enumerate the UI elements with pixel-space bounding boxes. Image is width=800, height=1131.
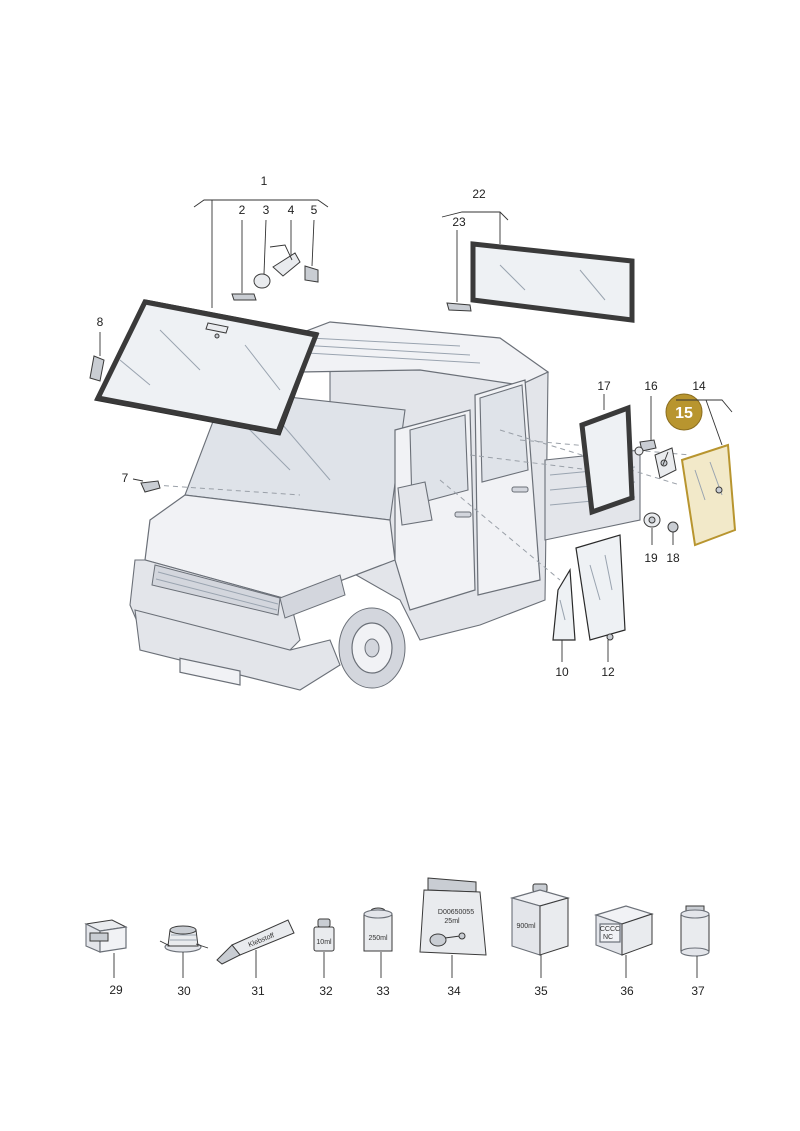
- part-19-washer[interactable]: [643, 512, 661, 528]
- callout-7: 7: [122, 471, 129, 485]
- part-8-sticker[interactable]: [89, 355, 105, 382]
- callout-34: 34: [447, 984, 461, 998]
- part-34-bag[interactable]: D00650055 25ml: [419, 877, 487, 956]
- bag-amount-label: 25ml: [444, 918, 460, 925]
- part-31-adhesive-tube[interactable]: Klebstoff: [216, 919, 295, 965]
- box-label-line1: CCCC: [600, 926, 620, 933]
- callout-22: 22: [472, 187, 486, 201]
- callout-31: 31: [251, 984, 265, 998]
- box-label-line2: NC: [603, 934, 613, 941]
- callout-18: 18: [666, 551, 680, 565]
- part-12-door-glass[interactable]: [575, 534, 626, 641]
- callout-17: 17: [597, 379, 611, 393]
- callout-10: 10: [555, 665, 569, 679]
- part-18-nut[interactable]: [667, 521, 679, 533]
- part-4-bracket[interactable]: [269, 244, 301, 277]
- part-3-rain-sensor[interactable]: [253, 273, 271, 289]
- part-32-small-bottle[interactable]: 10ml: [313, 918, 335, 952]
- part-36-box[interactable]: CCCC NC: [594, 905, 654, 956]
- callout-37: 37: [691, 984, 705, 998]
- callout-14: 14: [692, 379, 706, 393]
- part-2-sensor-cover[interactable]: [231, 293, 257, 301]
- part-17-window-seal[interactable]: [579, 404, 635, 516]
- part-5-clip[interactable]: [304, 265, 319, 283]
- callout-32: 32: [319, 984, 333, 998]
- part-22-rear-window[interactable]: [470, 241, 635, 323]
- part-15-hinge-highlighted[interactable]: 15: [654, 393, 703, 479]
- highlight-badge[interactable]: [665, 393, 703, 431]
- part-14-side-window[interactable]: [680, 443, 737, 547]
- callout-16: 16: [644, 379, 658, 393]
- part-10-quarter-glass[interactable]: [552, 568, 576, 641]
- callout-3: 3: [263, 203, 270, 217]
- callout-1: 1: [261, 174, 268, 188]
- part-30-spool[interactable]: [159, 925, 209, 953]
- part-33-can-250ml[interactable]: 250ml: [363, 907, 393, 952]
- callout-15: 15: [675, 405, 693, 422]
- callouts-top: 1 2 3 4 5 8 7 22 23 17 16 14 19 18 10 12: [97, 174, 733, 679]
- van-illustration: [129, 321, 641, 691]
- callout-36: 36: [620, 984, 634, 998]
- part-37-container[interactable]: [680, 905, 710, 957]
- callout-29: 29: [109, 983, 123, 997]
- callout-30: 30: [177, 984, 191, 998]
- bag-code-label: D00650055: [438, 909, 474, 916]
- consumables-row: 29 30 Klebstoff 31 10ml 32: [84, 877, 710, 998]
- can-900-label: 900ml: [516, 923, 536, 930]
- part-1-windshield[interactable]: [94, 299, 320, 436]
- small-bottle-label: 10ml: [316, 939, 332, 946]
- part-23-sticker[interactable]: [446, 302, 472, 312]
- callout-23: 23: [452, 215, 466, 229]
- can-250-label: 250ml: [368, 935, 388, 942]
- callout-5: 5: [311, 203, 318, 217]
- callout-2: 2: [239, 203, 246, 217]
- part-29-box[interactable]: [84, 919, 128, 953]
- callout-4: 4: [288, 203, 295, 217]
- callout-12: 12: [601, 665, 615, 679]
- callout-35: 35: [534, 984, 548, 998]
- part-16-bolt[interactable]: [634, 439, 657, 456]
- callout-33: 33: [376, 984, 390, 998]
- part-7-clip[interactable]: [140, 480, 161, 493]
- callout-8: 8: [97, 315, 104, 329]
- part-35-can-900ml[interactable]: 900ml: [509, 883, 571, 956]
- callout-19: 19: [644, 551, 658, 565]
